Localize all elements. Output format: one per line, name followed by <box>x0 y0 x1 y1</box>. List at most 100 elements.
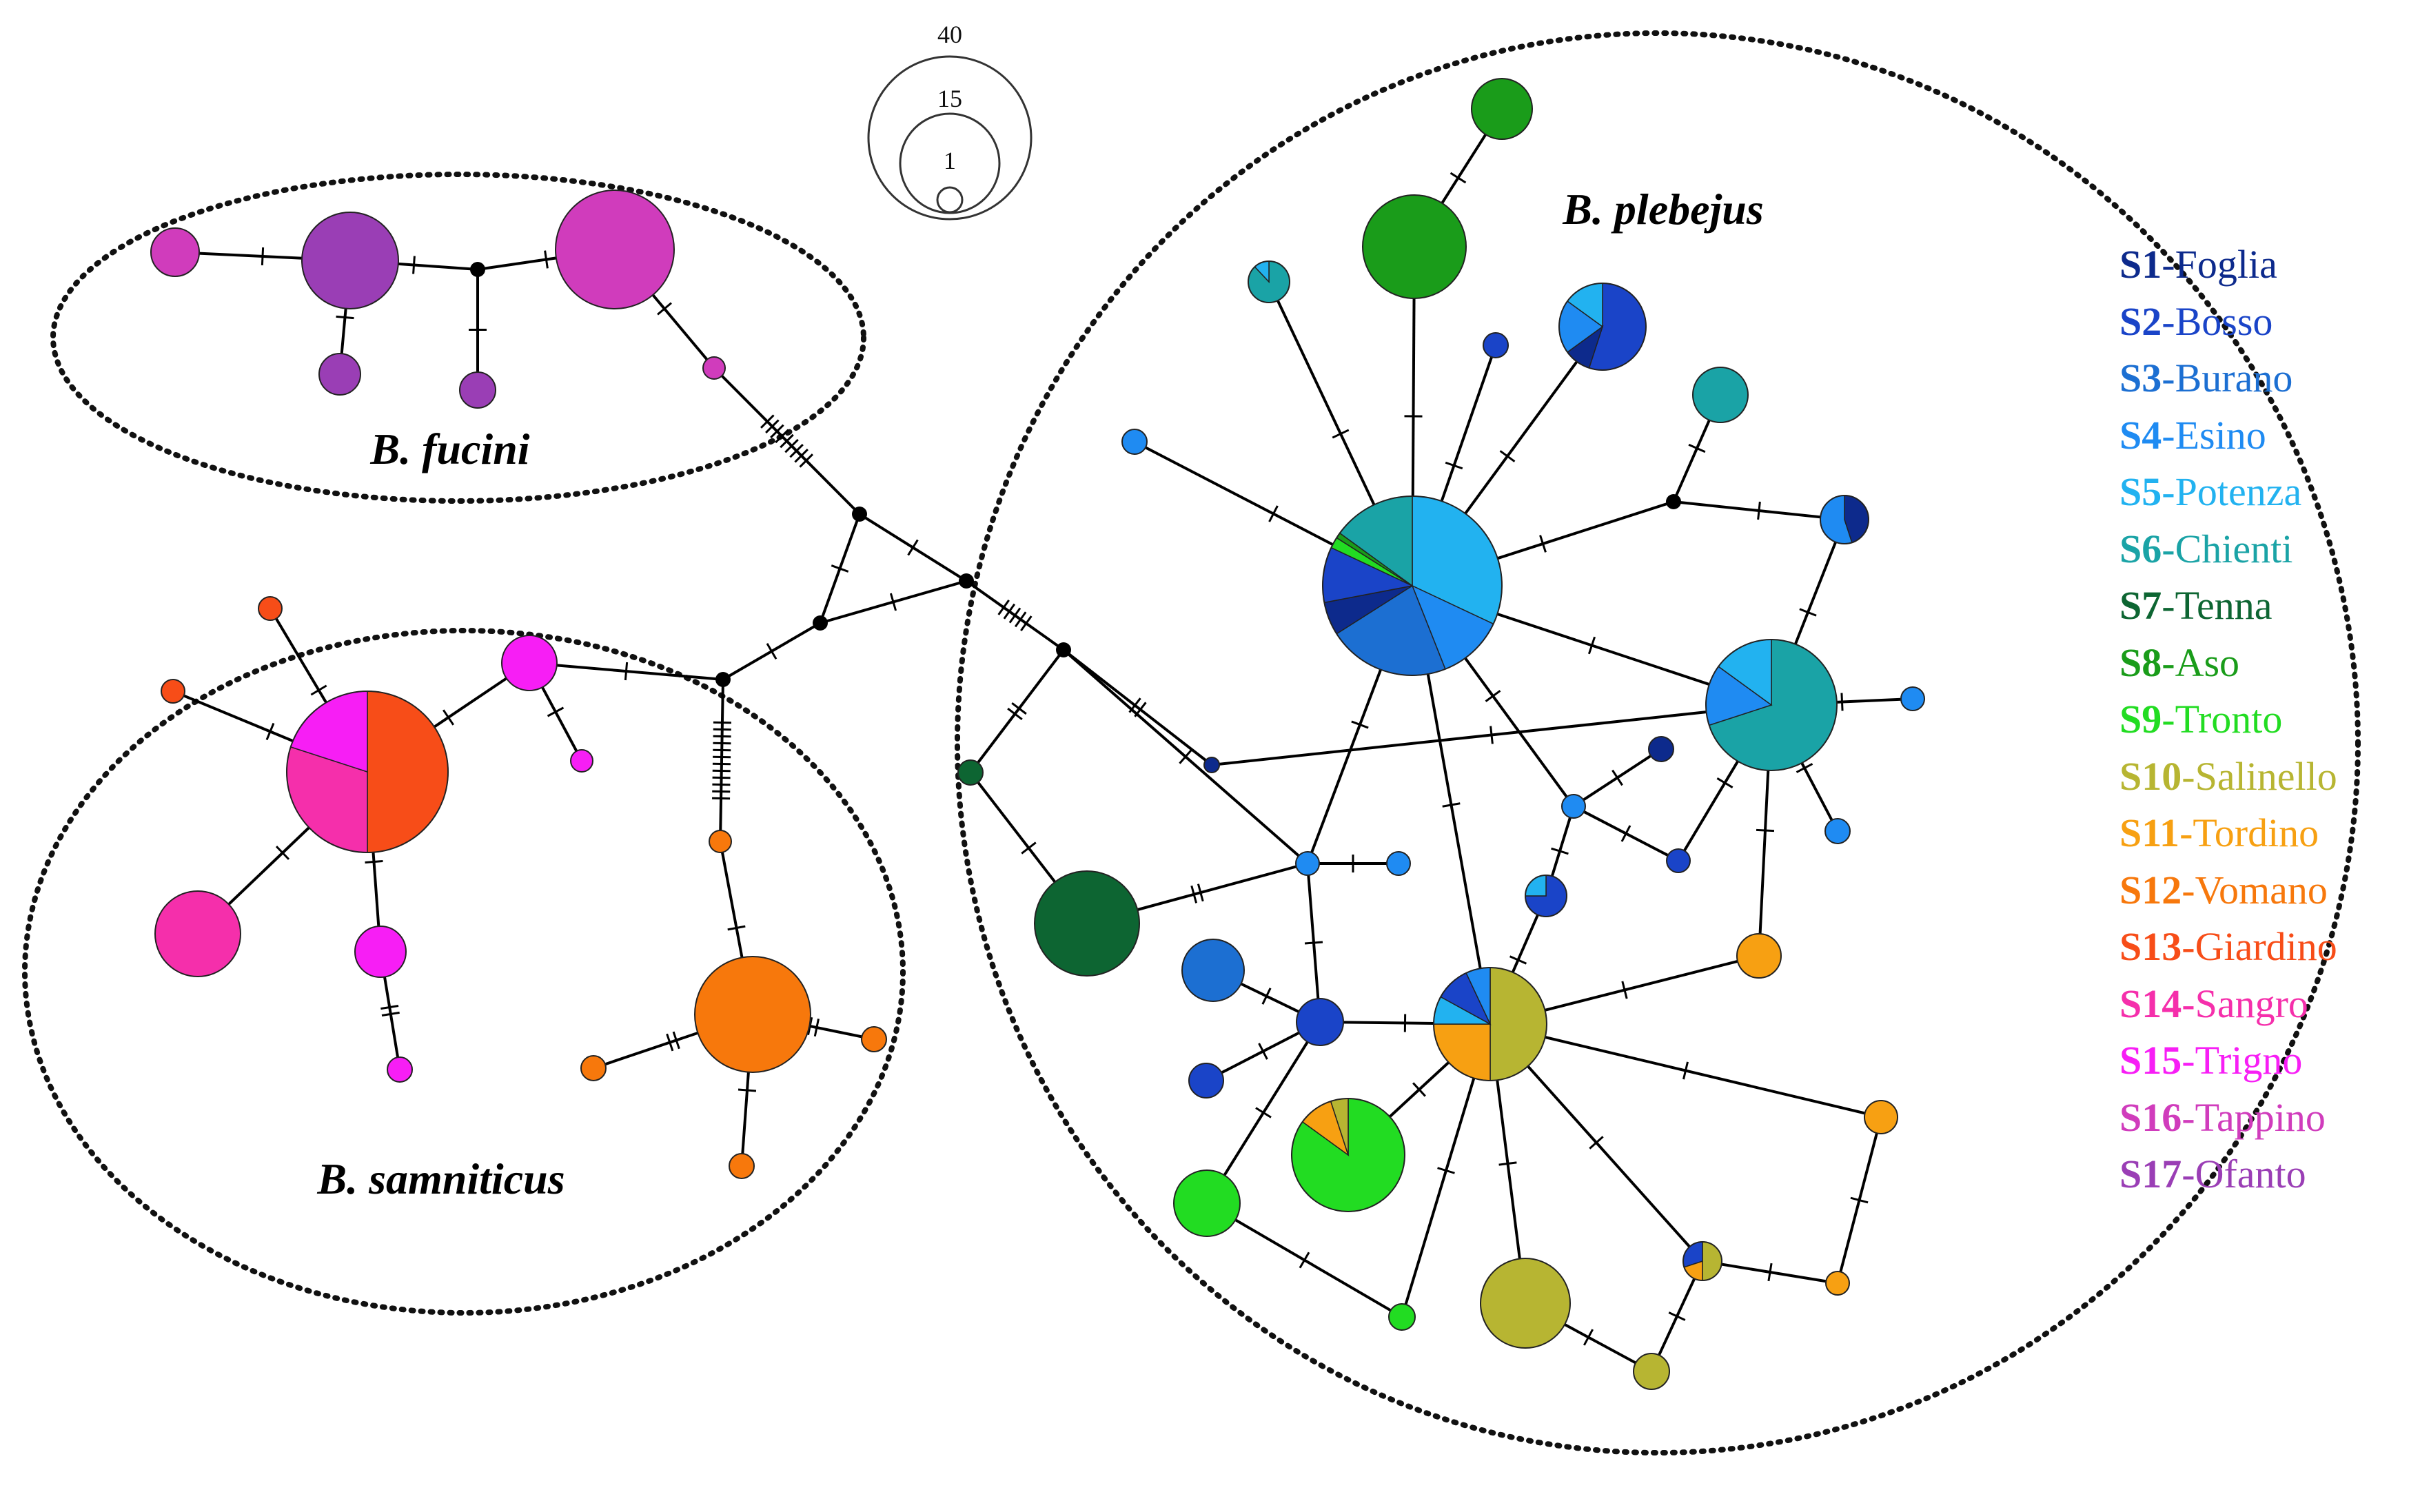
haplotype-outline <box>286 691 449 853</box>
haplotype-slice <box>1824 818 1851 844</box>
legend-name: -Aso <box>2162 640 2240 685</box>
haplotype-node <box>1705 639 1838 771</box>
legend-code: S5 <box>2119 469 2162 514</box>
haplotype-slice <box>1480 1258 1571 1349</box>
mutation-tick <box>1008 607 1021 624</box>
legend-item-s10: S10-Salinello <box>2119 753 2409 799</box>
haplotype-slice <box>1433 1023 1491 1081</box>
haplotype-slice <box>161 679 185 704</box>
haplotype-slice <box>957 759 984 786</box>
mutation-tick <box>789 443 804 458</box>
haplotype-node <box>286 691 449 853</box>
group-label-plebejus: B. plebejus <box>1562 185 1764 234</box>
haplotype-node <box>570 749 593 773</box>
legend-code: S10 <box>2119 753 2182 799</box>
scale-circle-40 <box>867 55 1033 221</box>
scale-circle-1 <box>936 186 964 214</box>
haplotype-outline <box>1705 639 1838 771</box>
mutation-tick <box>1412 1082 1426 1097</box>
legend-name: -Trigno <box>2182 1038 2303 1083</box>
mutation-tick <box>1003 603 1016 620</box>
haplotype-slice <box>354 926 407 978</box>
mutation-tick <box>738 1088 757 1092</box>
haplotype-slice <box>258 596 283 621</box>
mutation-tick <box>1716 777 1733 788</box>
haplotype-node <box>1121 429 1148 455</box>
mutation-tick <box>1498 1161 1517 1166</box>
haplotype-node <box>1483 332 1509 358</box>
haplotype-node <box>161 679 185 704</box>
mutation-tick <box>1850 1196 1869 1204</box>
mutation-tick <box>666 1033 674 1052</box>
haplotype-node <box>1480 1258 1571 1349</box>
mutation-tick <box>1551 847 1569 855</box>
haplotype-slice <box>694 956 811 1073</box>
legend-code: S11 <box>2119 810 2180 855</box>
haplotype-node <box>1291 1098 1405 1212</box>
mutation-tick <box>624 662 629 681</box>
legend-name: -Giardino <box>2182 924 2337 969</box>
mutation-tick <box>775 429 789 444</box>
haplotype-node <box>1034 870 1140 977</box>
mutation-tick <box>1796 763 1813 773</box>
haplotype-node <box>957 759 984 786</box>
legend-item-s9: S9-Tronto <box>2119 699 2409 739</box>
haplotype-outline <box>1291 1098 1405 1212</box>
haplotype-node <box>1820 495 1869 544</box>
haplotype-slice <box>555 190 675 309</box>
legend-code: S3 <box>2119 356 2162 400</box>
legend-name: -Vomano <box>2182 867 2328 912</box>
median-vector <box>470 262 485 277</box>
mutation-tick <box>1011 702 1027 715</box>
mutation-tick <box>1489 726 1494 744</box>
haplotype-slice <box>1121 429 1148 455</box>
haplotype-node <box>1824 818 1851 844</box>
haplotype-slice <box>580 1055 607 1081</box>
haplotype-slice <box>570 749 593 773</box>
scale-label-15: 15 <box>937 85 962 112</box>
haplotype-node <box>258 596 283 621</box>
haplotype-node <box>1471 78 1533 140</box>
network-edge <box>1062 648 1213 766</box>
mutation-tick <box>336 315 354 320</box>
haplotype-node <box>580 1055 607 1081</box>
mutation-tick <box>765 419 780 433</box>
legend-item-s17: S17-Ofanto <box>2119 1154 2409 1194</box>
mutation-tick <box>1007 707 1023 721</box>
population-legend: S1-Foglia S2-Bosso S3-Burano S4-Esino S5… <box>2119 245 2409 1212</box>
haplotype-node <box>1558 283 1647 371</box>
haplotype-slice <box>1362 194 1467 299</box>
haplotype-node <box>1692 367 1749 423</box>
mutation-tick <box>889 593 897 611</box>
haplotype-outline <box>1820 495 1869 544</box>
legend-code: S1 <box>2119 242 2162 287</box>
haplotype-outline <box>1525 875 1567 917</box>
haplotype-slice <box>1900 686 1925 711</box>
haplotype-slice <box>1561 794 1586 819</box>
haplotype-node <box>318 353 361 396</box>
legend-code: S14 <box>2119 981 2182 1026</box>
haplotype-node <box>1296 998 1344 1046</box>
haplotype-slice <box>367 691 449 853</box>
mutation-tick <box>1611 769 1623 786</box>
haplotype-slice <box>1386 851 1411 876</box>
legend-item-s2: S2-Bosso <box>2119 301 2409 342</box>
legend-item-s16: S16-Tappino <box>2119 1097 2409 1138</box>
mutation-tick <box>1437 1167 1455 1174</box>
haplotype-slice <box>501 635 558 691</box>
haplotype-node <box>1433 967 1547 1081</box>
mutation-tick <box>275 846 290 860</box>
haplotype-slice <box>459 371 496 409</box>
haplotype-node <box>555 190 675 309</box>
haplotype-node <box>154 890 241 977</box>
mutation-tick <box>766 643 777 660</box>
mutation-tick <box>1620 825 1631 842</box>
haplotype-node <box>1648 736 1674 762</box>
haplotype-node <box>1825 1271 1850 1296</box>
legend-name: -Burano <box>2162 356 2293 400</box>
mutation-tick <box>1268 505 1279 522</box>
haplotype-node <box>694 956 811 1073</box>
mutation-tick <box>672 1031 680 1050</box>
haplotype-node <box>1633 1353 1670 1390</box>
